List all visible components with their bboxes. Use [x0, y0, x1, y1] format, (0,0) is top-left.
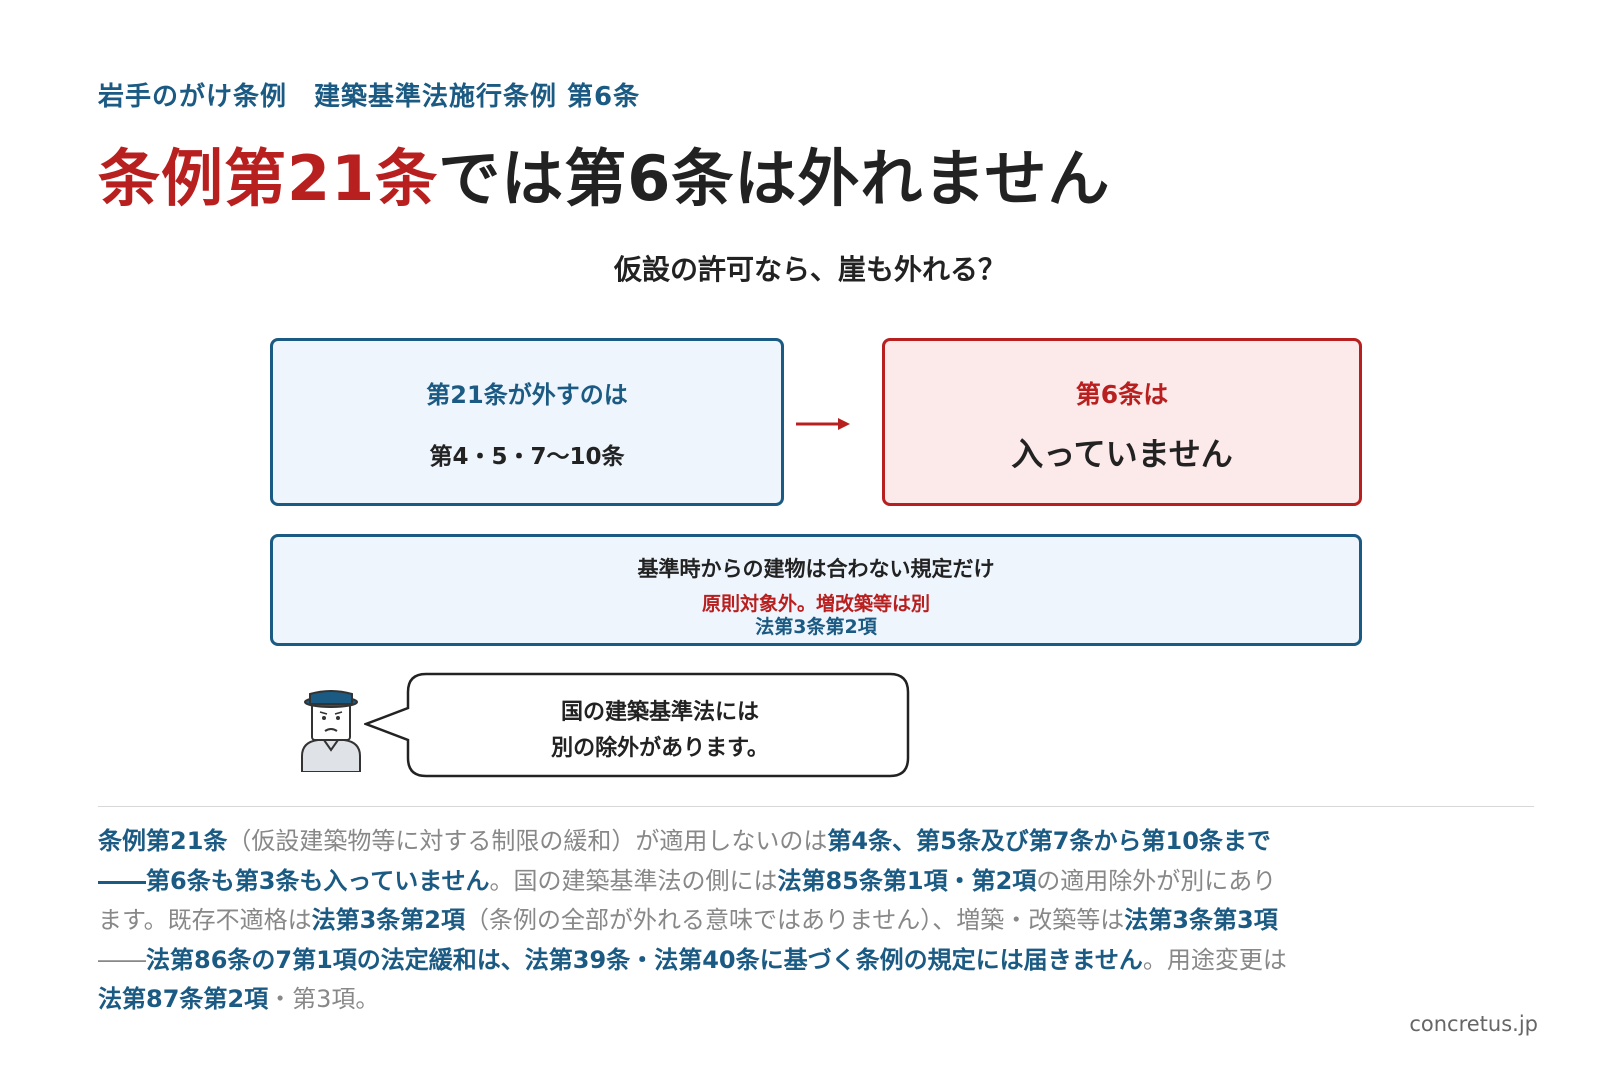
speech-bubble: [364, 672, 910, 778]
article6-status: 入っていません: [1011, 435, 1233, 473]
paragraph-emphasis: 法第85条第1項・第2項: [777, 866, 1037, 895]
existing-building-note-title: 基準時からの建物は合わない規定だけ: [637, 557, 995, 581]
question-heading: 仮設の許可なら、崖も外れる？: [613, 253, 1006, 286]
article6-status-box: 第6条は 入っていません: [882, 338, 1362, 506]
excluded-articles-box: 第21条が外すのは 第4・5・7〜10条: [270, 338, 784, 506]
paragraph-text: 。用途変更は: [1142, 945, 1287, 974]
article6-heading: 第6条は: [1075, 380, 1169, 409]
paragraph-emphasis: 法第3条第2項: [311, 906, 466, 934]
paragraph-text: 。国の建築基準法の側には: [489, 866, 778, 895]
excluded-articles-heading: 第21条が外すのは: [426, 381, 628, 409]
speech-bubble-line2: 別の除外があります。: [551, 736, 769, 761]
paragraph-text: （条例の全部が外れる意味ではありません）、増築・改築等は: [465, 906, 1125, 934]
page-title: 条例第21条では第6条は外れません: [98, 128, 1111, 218]
paragraph-text: の適用除外が別にあります。既存不適格は: [98, 866, 1277, 935]
site-credit: concretus.jp: [1409, 1012, 1538, 1036]
paragraph-emphasis: 法第86条の7第1項の法定緩和は、法第39条・法第40条に基づく条例の規定には届…: [146, 945, 1143, 974]
existing-building-note-detail: 原則対象外。増改築等は別: [701, 593, 930, 615]
excluded-articles-list: 第4・5・7〜10条: [429, 444, 625, 470]
arrow-right-icon: [796, 418, 850, 430]
paragraph-text: ――: [98, 945, 146, 974]
paragraph-emphasis: 法第3条第3項: [1124, 906, 1278, 934]
existing-building-note-box: 基準時からの建物は合わない規定だけ 原則対象外。増改築等は別 法第3条第2項: [270, 534, 1362, 646]
divider: [98, 806, 1534, 807]
paragraph-emphasis: 法第87条第2項: [98, 985, 269, 1013]
existing-building-note-reference: 法第3条第2項: [755, 616, 877, 638]
header-subtitle: 岩手のがけ条例 建築基準法施行条例 第6条: [98, 82, 641, 112]
explanation-paragraph: 条例第21条（仮設建築物等に対する制限の緩和）が適用しないのは第4条、第5条及び…: [98, 822, 1298, 1020]
page-title-rest: では第6条は外れません: [438, 142, 1111, 215]
speech-bubble-line1: 国の建築基準法には: [560, 700, 759, 725]
page-title-highlight: 条例第21条: [98, 142, 439, 215]
paragraph-text: （仮設建築物等に対する制限の緩和）が適用しないのは: [227, 827, 828, 855]
paragraph-text: ・第3項。: [268, 985, 380, 1013]
speech-bubble-text: 国の建築基準法には 別の除外があります。: [410, 672, 910, 778]
worker-avatar-icon: [301, 690, 361, 772]
paragraph-emphasis: 条例第21条: [98, 827, 228, 855]
paragraph-emphasis: 第4条、第5条及び第7条から第10条まで――第6条も第3条も入っていません: [98, 827, 1271, 895]
